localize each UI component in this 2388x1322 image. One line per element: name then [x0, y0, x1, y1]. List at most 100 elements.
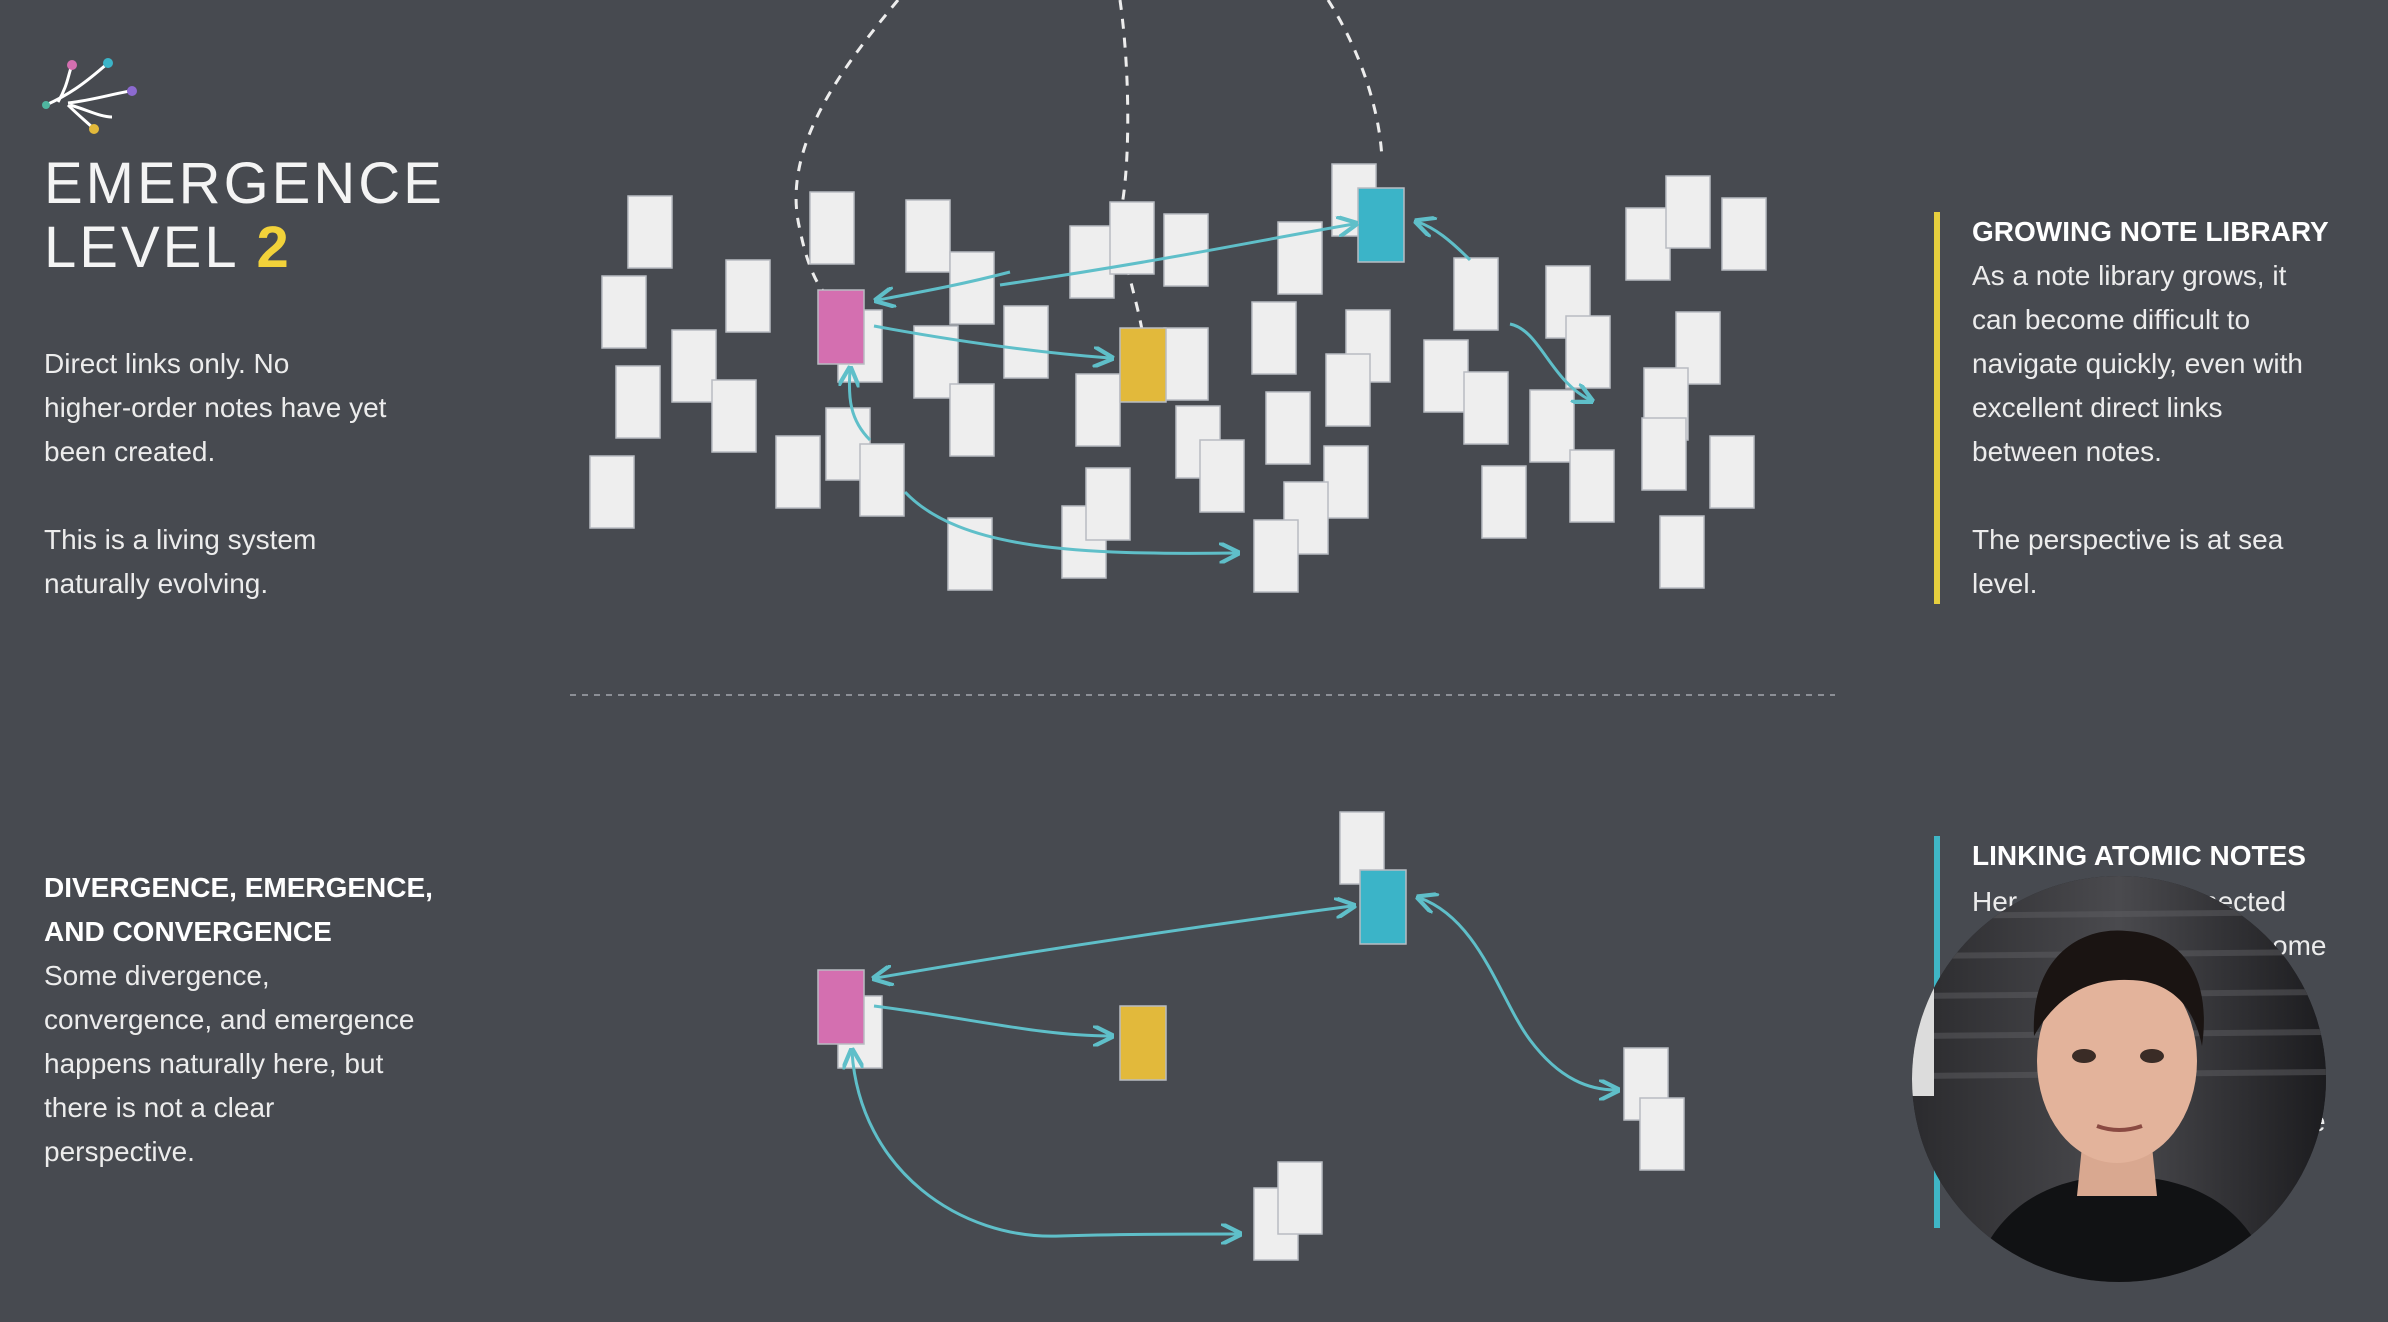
- link-arrow: [999, 224, 1354, 287]
- link-arrow: [876, 906, 1352, 978]
- bottom-links: [852, 898, 1616, 1236]
- divergence-heading: DIVERGENCE, EMERGENCE,: [44, 872, 433, 903]
- note-card: [1277, 1161, 1323, 1235]
- note-card-pink: [817, 289, 865, 365]
- intro-line: higher-order notes have yet: [44, 392, 387, 423]
- accent-bar-top: [1934, 212, 1940, 604]
- note-card-yellow: [1119, 1005, 1167, 1081]
- note-card: [1565, 315, 1611, 389]
- note-card: [711, 379, 757, 453]
- note-card: [1625, 207, 1671, 281]
- note-card: [1075, 373, 1121, 447]
- note-card: [1659, 515, 1705, 589]
- panel-line: between notes.: [1972, 436, 2162, 467]
- note-card: [1639, 1097, 1685, 1171]
- note-card: [671, 329, 717, 403]
- link-arrow: [873, 1004, 1110, 1036]
- intro-line: This is a living system: [44, 524, 317, 555]
- note-card: [859, 443, 905, 517]
- link-arrow: [903, 490, 1236, 553]
- intro-text: Direct links only. No higher-order notes…: [44, 342, 386, 606]
- growing-note-library-panel: GROWING NOTE LIBRARY As a note library g…: [1972, 210, 2329, 606]
- note-card: [1529, 389, 1575, 463]
- divergence-line: Some divergence,: [44, 960, 270, 991]
- note-card: [1163, 213, 1209, 287]
- branching-network-icon: [42, 58, 137, 134]
- link-arrow: [849, 370, 872, 442]
- divergence-panel: DIVERGENCE, EMERGENCE, AND CONVERGENCE S…: [44, 866, 433, 1174]
- panel-heading: GROWING NOTE LIBRARY: [1972, 216, 2329, 247]
- note-cluster-top: [589, 163, 1767, 593]
- title-line-1: EMERGENCE: [44, 151, 445, 216]
- dashed-link: [1326, 0, 1384, 161]
- note-card: [1453, 257, 1499, 331]
- note-card-teal: [1359, 869, 1407, 945]
- divergence-line: there is not a clear: [44, 1092, 275, 1123]
- note-card: [1003, 305, 1049, 379]
- note-card: [1569, 449, 1615, 523]
- dashed-link: [794, 0, 900, 298]
- note-card: [1251, 301, 1297, 375]
- note-card: [1423, 339, 1469, 413]
- note-card: [1323, 445, 1369, 519]
- note-card-pink: [817, 969, 865, 1045]
- title-level-word: LEVEL: [44, 215, 238, 280]
- intro-line: been created.: [44, 436, 216, 467]
- note-card: [1325, 353, 1371, 427]
- link-arrow: [1509, 322, 1590, 400]
- panel-line: excellent direct links: [1972, 392, 2223, 423]
- page-title: EMERGENCE LEVEL 2: [44, 152, 445, 280]
- link-arrow: [1418, 222, 1472, 262]
- linking-atomic-notes-heading: LINKING ATOMIC NOTES: [1972, 840, 2306, 871]
- link-arrow: [852, 1052, 1237, 1238]
- link-arrow: [873, 324, 1110, 358]
- note-card: [1709, 435, 1755, 509]
- panel-line: level.: [1972, 568, 2038, 599]
- intro-line: Direct links only. No: [44, 348, 290, 379]
- note-card: [809, 191, 855, 265]
- note-card: [1481, 465, 1527, 539]
- link-arrow: [1420, 898, 1616, 1090]
- note-card: [1085, 467, 1131, 541]
- note-card: [1199, 439, 1245, 513]
- title-level-number: 2: [256, 215, 292, 280]
- note-card: [1253, 519, 1299, 593]
- note-card: [1265, 391, 1311, 465]
- divergence-line: convergence, and emergence: [44, 1004, 415, 1035]
- panel-line: can become difficult to: [1972, 304, 2251, 335]
- note-card-teal: [1357, 187, 1405, 263]
- note-card: [1721, 197, 1767, 271]
- panel-line: navigate quickly, even with: [1972, 348, 2303, 379]
- note-card: [947, 517, 993, 591]
- note-card: [1069, 225, 1115, 299]
- dashed-link: [1118, 0, 1144, 331]
- presenter-video[interactable]: [1912, 876, 2326, 1282]
- note-cluster-bottom: [817, 811, 1685, 1261]
- note-card: [1163, 327, 1209, 401]
- note-card: [1463, 371, 1509, 445]
- link-arrow: [878, 270, 1011, 300]
- note-card: [615, 365, 661, 439]
- note-card: [627, 195, 673, 269]
- divergence-body: Some divergence, convergence, and emerge…: [44, 954, 433, 1174]
- top-links: [849, 222, 1590, 553]
- note-card: [1665, 175, 1711, 249]
- panel-line: As a note library grows, it: [1972, 260, 2287, 291]
- note-card-yellow: [1119, 327, 1167, 403]
- note-card: [775, 435, 821, 509]
- panel-body: As a note library grows, it can become d…: [1972, 254, 2329, 606]
- note-card: [949, 383, 995, 457]
- note-card: [725, 259, 771, 333]
- note-card: [1641, 417, 1687, 491]
- divergence-heading: AND CONVERGENCE: [44, 916, 332, 947]
- note-card: [949, 251, 995, 325]
- panel-line: The perspective is at sea: [1972, 524, 2284, 555]
- note-card: [905, 199, 951, 273]
- intro-line: naturally evolving.: [44, 568, 269, 599]
- divergence-line: happens naturally here, but: [44, 1048, 384, 1079]
- note-card: [601, 275, 647, 349]
- presenter-portrait: [1912, 876, 2326, 1282]
- divergence-line: perspective.: [44, 1136, 195, 1167]
- title-line-2: LEVEL 2: [44, 216, 445, 280]
